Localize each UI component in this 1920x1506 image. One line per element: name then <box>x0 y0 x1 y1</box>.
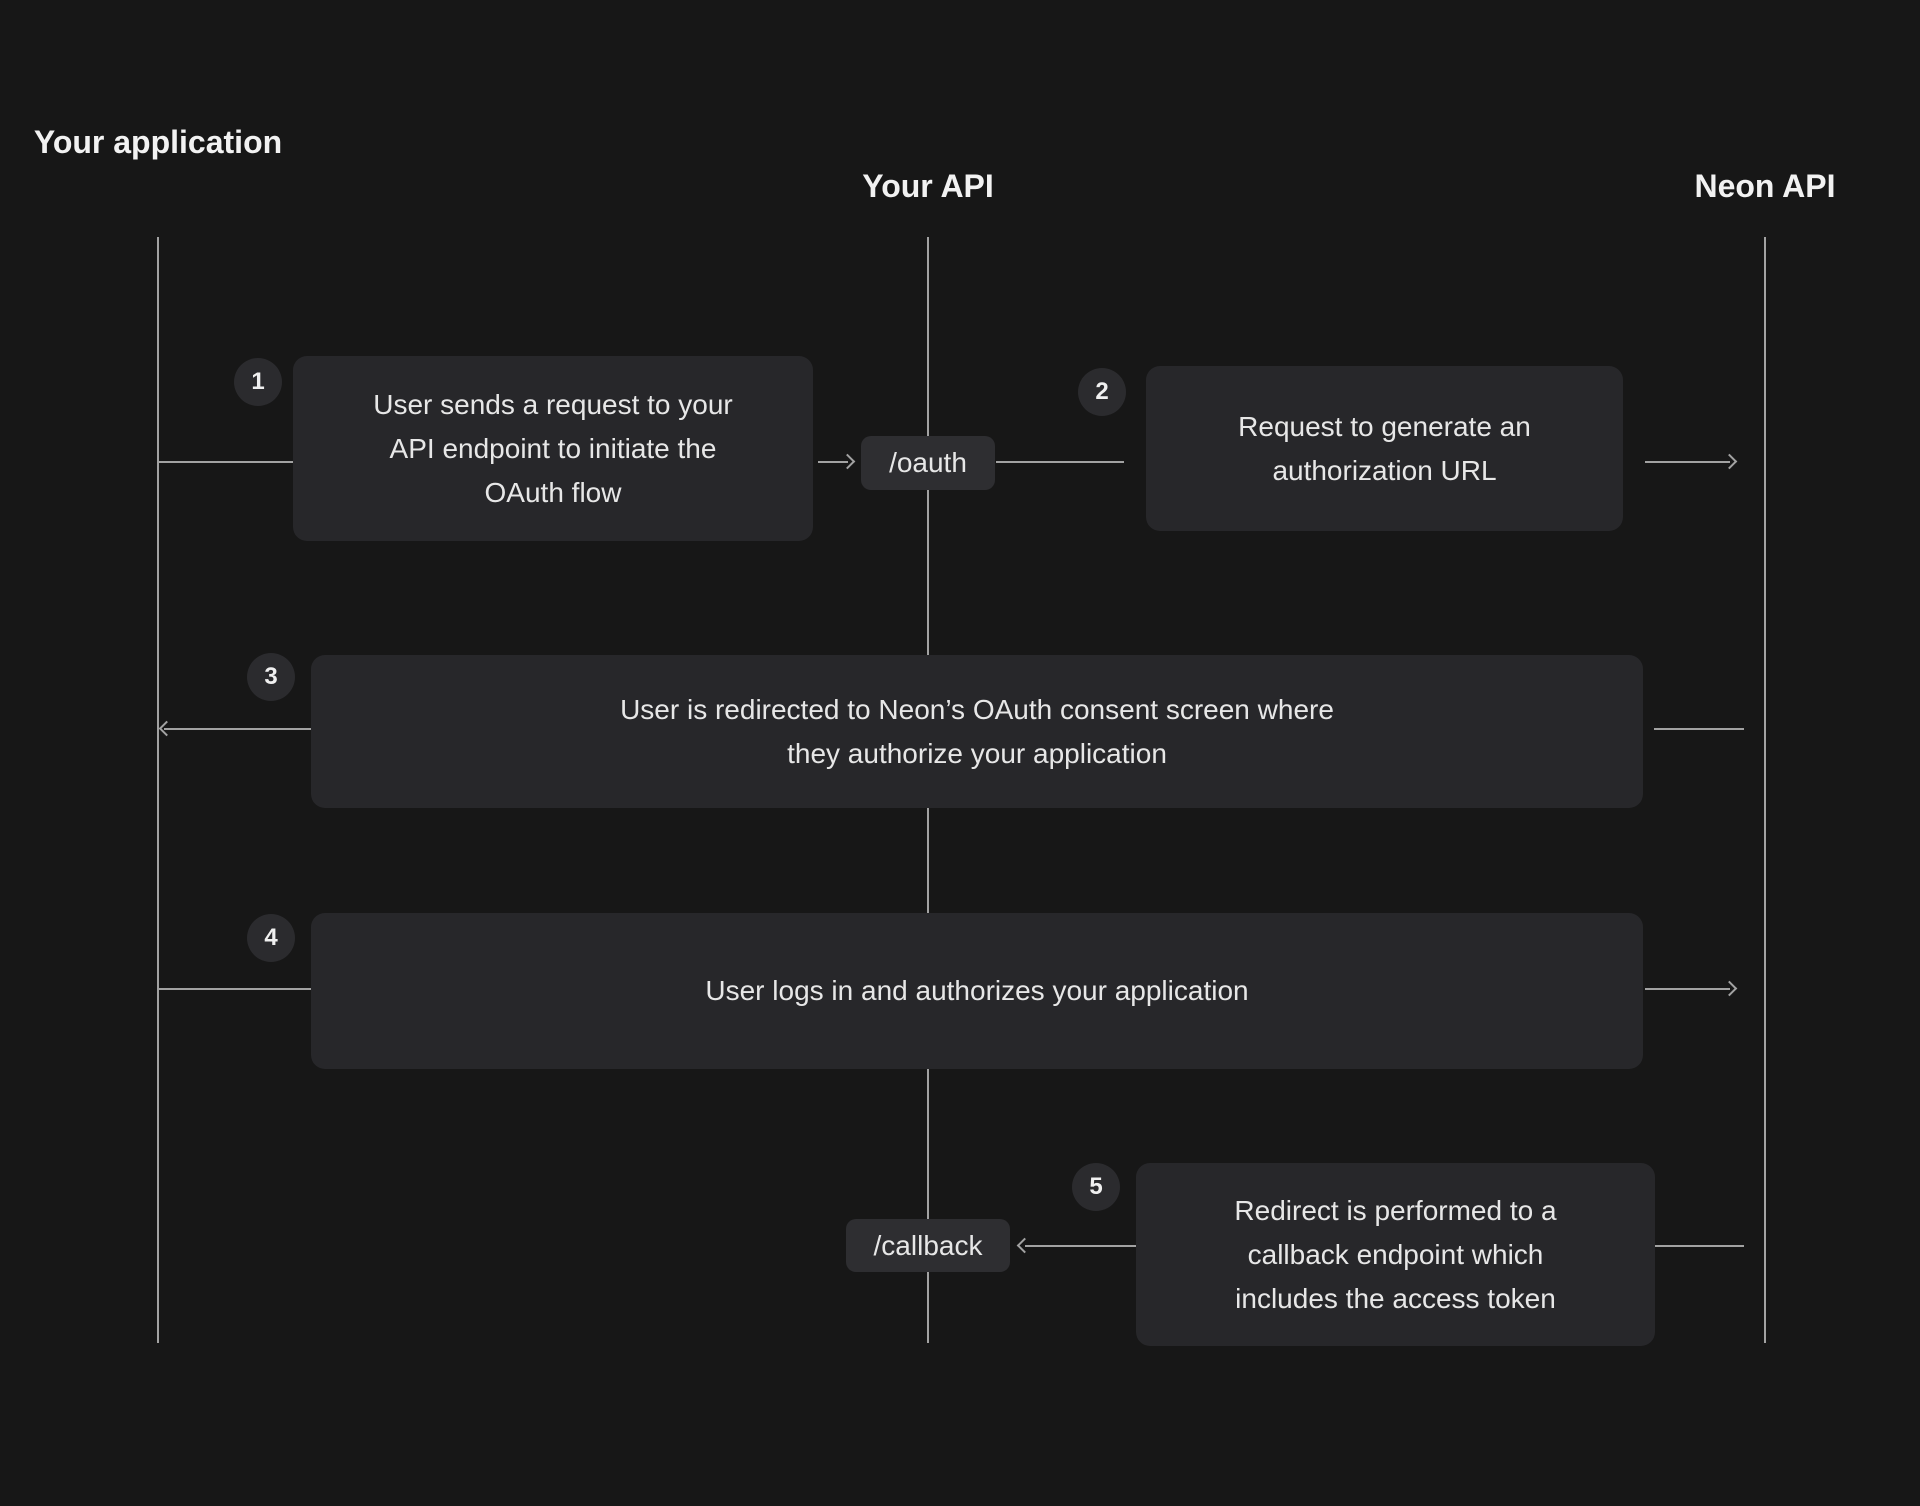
message-box-step5: Redirect is performed to a callback endp… <box>1136 1163 1655 1346</box>
lane-label-your-api: Your API <box>862 168 994 204</box>
message-line-step3-to-application <box>164 728 311 730</box>
lifeline-neon-api <box>1764 237 1766 1343</box>
arrowhead-right-icon <box>1721 453 1738 470</box>
message-box-step3: User is redirected to Neon’s OAuth conse… <box>311 655 1643 808</box>
message-line-step4-from-application <box>158 988 312 990</box>
step-badge-3: 3 <box>247 653 295 701</box>
step-badge-2: 2 <box>1078 368 1126 416</box>
message-line-step2-to-neon <box>1645 461 1730 463</box>
message-line-step5-from-neon <box>1654 1245 1744 1247</box>
message-line-step3-from-neon <box>1654 728 1744 730</box>
message-text-step4: User logs in and authorizes your applica… <box>705 975 1249 1006</box>
message-text-step2: Request to generate an authorization URL <box>1238 410 1531 486</box>
message-box-step2: Request to generate an authorization URL <box>1146 366 1623 531</box>
message-text-step1: User sends a request to your API endpoin… <box>373 388 733 508</box>
message-box-step1: User sends a request to your API endpoin… <box>293 356 813 541</box>
endpoint-pill-callback: /callback <box>846 1219 1010 1272</box>
step-badge-5: 5 <box>1072 1163 1120 1211</box>
message-line-step4-to-neon <box>1645 988 1730 990</box>
lane-label-your-application: Your application <box>33 124 283 160</box>
endpoint-pill-oauth: /oauth <box>861 436 995 490</box>
lane-label-neon-api: Neon API <box>1694 168 1836 204</box>
message-line-step5-to-callback <box>1025 1245 1136 1247</box>
message-text-step3: User is redirected to Neon’s OAuth conse… <box>620 693 1334 769</box>
lifeline-your-application <box>157 237 159 1343</box>
step-badge-4: 4 <box>247 914 295 962</box>
message-text-step5: Redirect is performed to a callback endp… <box>1234 1194 1557 1314</box>
message-line-step1-to-oauth <box>818 461 848 463</box>
message-line-oauth-to-step2 <box>996 461 1124 463</box>
message-line-step1-from-application <box>158 461 293 463</box>
message-box-step4: User logs in and authorizes your applica… <box>311 913 1643 1069</box>
arrowhead-right-icon <box>839 453 856 470</box>
step-badge-1: 1 <box>234 358 282 406</box>
arrowhead-right-icon <box>1721 980 1738 997</box>
